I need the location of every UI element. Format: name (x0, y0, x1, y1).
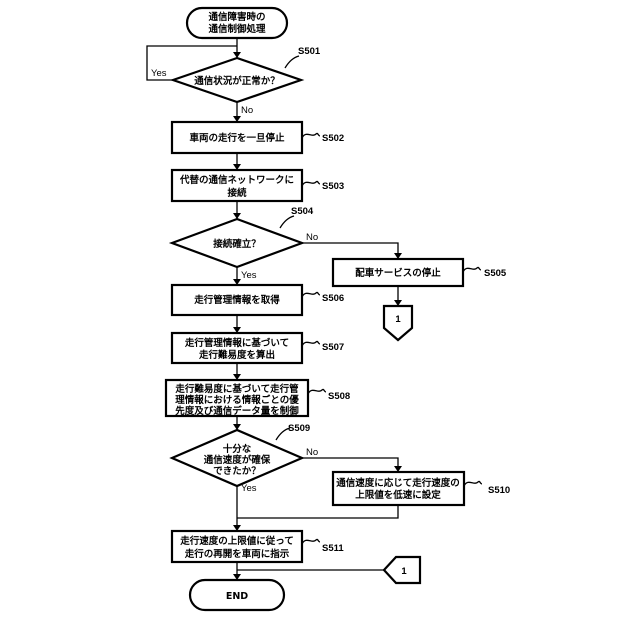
s502-leader (302, 133, 320, 138)
line-s504-no-to-s505 (302, 243, 398, 259)
s502-id: S502 (322, 133, 344, 144)
s507-leader (302, 341, 320, 346)
arrowhead-s509 (233, 424, 241, 430)
s503-line2: 接続 (227, 187, 247, 199)
s504-leader (280, 216, 294, 228)
line-s510-to-merge (237, 505, 398, 518)
s504-id: S504 (291, 206, 314, 217)
s508-line2: 理情報における情報ごとの優 (175, 394, 299, 406)
s506-leader (302, 292, 320, 297)
s509-id: S509 (288, 423, 310, 434)
s503-leader (302, 181, 320, 186)
step-s507: 走行管理情報に基づいて 走行難易度を算出 S507 (172, 333, 344, 363)
s505-id: S505 (484, 268, 507, 279)
s503-id: S503 (322, 181, 344, 192)
s510-leader (464, 481, 482, 486)
s501-no-label: No (241, 105, 253, 116)
s510-line1: 通信速度に応じて走行速度の (336, 477, 460, 489)
s507-id: S507 (322, 342, 344, 353)
step-s502: 車両の走行を一旦停止 S502 (172, 122, 344, 153)
step-s504: 接続確立？ S504 No Yes (172, 206, 318, 281)
connector-in-label: 1 (401, 566, 407, 577)
s511-line2: 走行の再開を車両に指示 (184, 548, 290, 560)
s511-id: S511 (322, 543, 344, 554)
connector-out-label: 1 (395, 314, 401, 325)
line-s509-no-to-s510 (302, 458, 398, 472)
step-s501: 通信状況が正常か？ S501 Yes No (151, 46, 321, 116)
s510-line2: 上限値を低速に設定 (355, 489, 441, 501)
s509-line3: できたか？ (213, 466, 261, 477)
step-s508: 走行難易度に基づいて走行管 理情報における情報ごとの優 先度及び通信データ量を制… (166, 380, 350, 417)
s503-line1: 代替の通信ネットワークに (179, 174, 294, 186)
start-terminal: 通信障害時の 通信制御処理 (187, 8, 287, 38)
arrowhead-s501 (233, 52, 241, 58)
end-label: END (226, 591, 248, 602)
start-line2: 通信制御処理 (208, 23, 266, 35)
end-terminal: END (190, 580, 284, 610)
s506-text: 走行管理情報を取得 (193, 294, 280, 306)
step-s505: 配車サービスの停止 S505 (333, 259, 507, 286)
s509-line1: 十分な (223, 443, 252, 455)
s501-text: 通信状況が正常か？ (194, 75, 280, 87)
s501-yes-label: Yes (151, 68, 167, 79)
arrowhead-s504 (233, 213, 241, 219)
s506-id: S506 (322, 293, 344, 304)
s508-id: S508 (328, 391, 350, 402)
s509-no-label: No (306, 447, 318, 458)
s509-yes-label: Yes (241, 483, 257, 494)
s510-id: S510 (488, 485, 510, 496)
s501-leader (285, 56, 299, 68)
s504-yes-label: Yes (241, 270, 257, 281)
step-s506: 走行管理情報を取得 S506 (172, 285, 344, 315)
s505-text: 配車サービスの停止 (355, 267, 441, 279)
s508-leader (308, 389, 326, 394)
s504-text: 接続確立？ (213, 238, 261, 250)
connector-out: 1 (384, 306, 412, 340)
s507-line1: 走行管理情報に基づいて (184, 337, 289, 349)
s505-leader (463, 267, 481, 272)
step-s511: 走行速度の上限値に従って 走行の再開を車両に指示 S511 (172, 531, 344, 562)
s511-leader (302, 539, 320, 544)
s501-id: S501 (298, 46, 321, 57)
start-line1: 通信障害時の (208, 11, 265, 23)
s508-line1: 走行難易度に基づいて走行管 (174, 383, 299, 395)
step-s509: 十分な 通信速度が確保 できたか？ S509 No Yes (172, 423, 318, 494)
step-s503: 代替の通信ネットワークに 接続 S503 (172, 170, 344, 201)
step-s510: 通信速度に応じて走行速度の 上限値を低速に設定 S510 (333, 472, 510, 505)
s504-no-label: No (306, 232, 318, 243)
s511-line1: 走行速度の上限値に従って (179, 535, 294, 547)
s507-line2: 走行難易度を算出 (198, 349, 275, 361)
s508-line3: 先度及び通信データ量を制御 (175, 405, 299, 417)
connector-in: 1 (384, 557, 420, 583)
s502-text: 車両の走行を一旦停止 (189, 132, 285, 144)
s509-line2: 通信速度が確保 (204, 454, 271, 466)
